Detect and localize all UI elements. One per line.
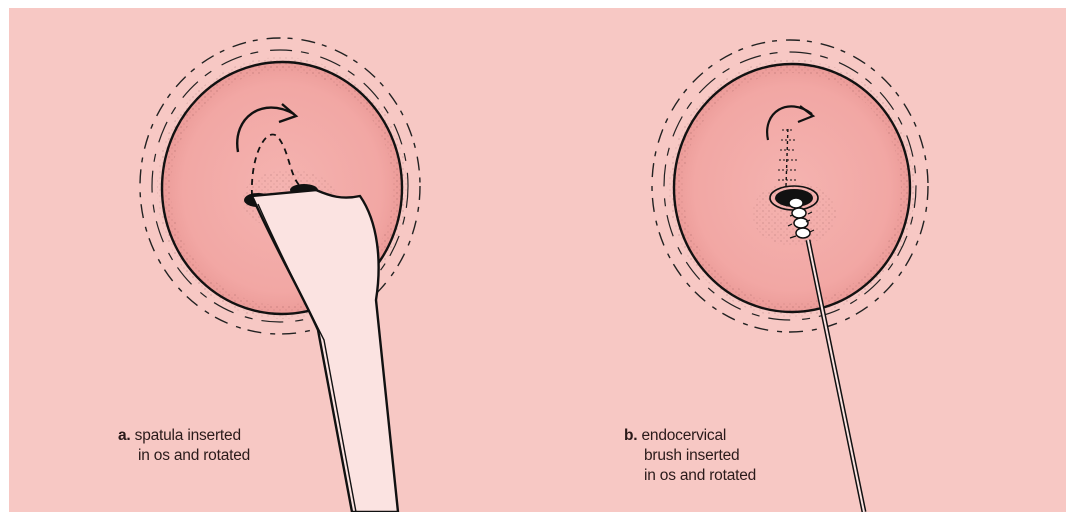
caption-b-line-1: endocervical [641, 427, 726, 444]
caption-b-line-2: brush inserted [624, 446, 756, 466]
cervix-b [652, 40, 928, 332]
caption-b-line-3: in os and rotated [624, 466, 756, 486]
caption-a-letter: a. [118, 427, 131, 444]
caption-b: b. endocervical brush inserted in os and… [624, 426, 756, 486]
caption-a-line-1: spatula inserted [135, 427, 241, 444]
caption-b-letter: b. [624, 427, 637, 444]
caption-a-line-2: in os and rotated [118, 446, 250, 466]
caption-a: a. spatula inserted in os and rotated [118, 426, 250, 466]
spatula [252, 190, 398, 512]
